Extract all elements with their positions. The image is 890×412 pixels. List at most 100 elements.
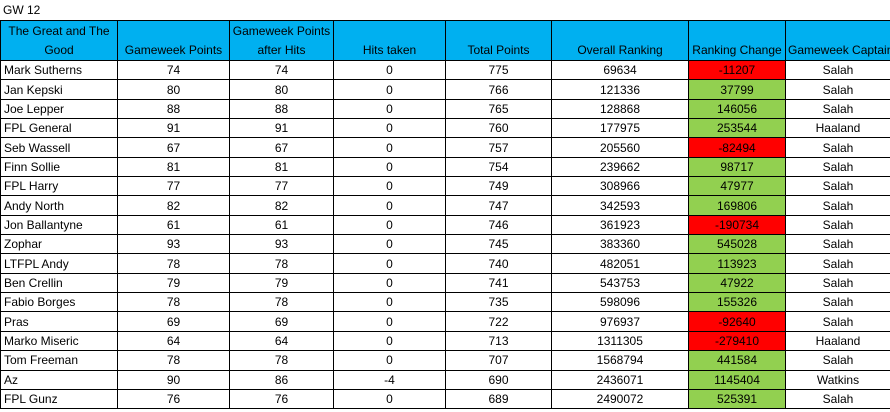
manager-name-cell[interactable]: Jan Kepski [0,79,118,100]
ranking-change-cell[interactable]: -11207 [688,59,786,81]
ranking-change-cell[interactable]: -279410 [688,330,786,352]
overall-ranking-cell[interactable]: 383360 [551,234,689,255]
total-points-cell[interactable]: 741 [445,272,552,294]
points-after-hits-cell[interactable]: 79 [229,272,334,294]
ranking-change-cell[interactable]: 47977 [688,176,786,197]
manager-name-cell[interactable]: Zophar [0,234,118,255]
total-points-cell[interactable]: 757 [445,137,552,158]
overall-ranking-cell[interactable]: 69634 [551,59,689,81]
header-gameweek-points[interactable]: Gameweek Points [117,20,230,61]
header-manager[interactable]: The Great and The Good [0,20,118,61]
gameweek-points-cell[interactable]: 80 [117,79,230,100]
captain-cell[interactable]: Salah [785,79,890,100]
hits-taken-cell[interactable]: 0 [333,330,446,352]
header-gameweek-captain[interactable]: Gameweek Captain [785,20,890,61]
ranking-change-cell[interactable]: 1145404 [688,369,786,390]
hits-taken-cell[interactable]: -4 [333,369,446,390]
ranking-change-cell[interactable]: 98717 [688,156,786,178]
total-points-cell[interactable]: 775 [445,59,552,81]
points-after-hits-cell[interactable]: 78 [229,253,334,274]
captain-cell[interactable]: Salah [785,388,890,410]
total-points-cell[interactable]: 713 [445,330,552,352]
ranking-change-cell[interactable]: 113923 [688,253,786,274]
captain-cell[interactable]: Salah [785,292,890,313]
points-after-hits-cell[interactable]: 69 [229,311,334,332]
manager-name-cell[interactable]: Ben Crellin [0,272,118,294]
hits-taken-cell[interactable]: 0 [333,388,446,410]
overall-ranking-cell[interactable]: 205560 [551,137,689,158]
hits-taken-cell[interactable]: 0 [333,350,446,371]
captain-cell[interactable]: Salah [785,350,890,371]
ranking-change-cell[interactable]: 525391 [688,388,786,410]
total-points-cell[interactable]: 760 [445,118,552,139]
total-points-cell[interactable]: 707 [445,350,552,371]
total-points-cell[interactable]: 745 [445,234,552,255]
points-after-hits-cell[interactable]: 86 [229,369,334,390]
gameweek-points-cell[interactable]: 93 [117,234,230,255]
points-after-hits-cell[interactable]: 78 [229,350,334,371]
ranking-change-cell[interactable]: 155326 [688,292,786,313]
total-points-cell[interactable]: 747 [445,195,552,216]
captain-cell[interactable]: Salah [785,272,890,294]
captain-cell[interactable]: Salah [785,98,890,120]
points-after-hits-cell[interactable]: 80 [229,79,334,100]
hits-taken-cell[interactable]: 0 [333,79,446,100]
gameweek-points-cell[interactable]: 76 [117,388,230,410]
overall-ranking-cell[interactable]: 128868 [551,98,689,120]
hits-taken-cell[interactable]: 0 [333,195,446,216]
ranking-change-cell[interactable]: 441584 [688,350,786,371]
manager-name-cell[interactable]: Finn Sollie [0,156,118,178]
points-after-hits-cell[interactable]: 61 [229,214,334,236]
total-points-cell[interactable]: 746 [445,214,552,236]
sheet-title-cell[interactable]: GW 12 [3,3,41,17]
total-points-cell[interactable]: 754 [445,156,552,178]
captain-cell[interactable]: Haaland [785,118,890,139]
ranking-change-cell[interactable]: 545028 [688,234,786,255]
overall-ranking-cell[interactable]: 342593 [551,195,689,216]
hits-taken-cell[interactable]: 0 [333,234,446,255]
total-points-cell[interactable]: 689 [445,388,552,410]
manager-name-cell[interactable]: Marko Miseric [0,330,118,352]
manager-name-cell[interactable]: FPL Gunz [0,388,118,410]
captain-cell[interactable]: Salah [785,156,890,178]
gameweek-points-cell[interactable]: 74 [117,59,230,81]
ranking-change-cell[interactable]: -190734 [688,214,786,236]
ranking-change-cell[interactable]: 47922 [688,272,786,294]
gameweek-points-cell[interactable]: 88 [117,98,230,120]
hits-taken-cell[interactable]: 0 [333,214,446,236]
points-after-hits-cell[interactable]: 81 [229,156,334,178]
manager-name-cell[interactable]: Seb Wassell [0,137,118,158]
overall-ranking-cell[interactable]: 239662 [551,156,689,178]
hits-taken-cell[interactable]: 0 [333,156,446,178]
overall-ranking-cell[interactable]: 598096 [551,292,689,313]
gameweek-points-cell[interactable]: 64 [117,330,230,352]
hits-taken-cell[interactable]: 0 [333,98,446,120]
overall-ranking-cell[interactable]: 308966 [551,176,689,197]
header-ranking-change[interactable]: Ranking Change [688,20,786,61]
gameweek-points-cell[interactable]: 67 [117,137,230,158]
points-after-hits-cell[interactable]: 74 [229,59,334,81]
points-after-hits-cell[interactable]: 88 [229,98,334,120]
captain-cell[interactable]: Salah [785,137,890,158]
gameweek-points-cell[interactable]: 90 [117,369,230,390]
gameweek-points-cell[interactable]: 78 [117,292,230,313]
overall-ranking-cell[interactable]: 2436071 [551,369,689,390]
header-hits-taken[interactable]: Hits taken [333,20,446,61]
points-after-hits-cell[interactable]: 82 [229,195,334,216]
hits-taken-cell[interactable]: 0 [333,292,446,313]
gameweek-points-cell[interactable]: 81 [117,156,230,178]
hits-taken-cell[interactable]: 0 [333,118,446,139]
header-total-points[interactable]: Total Points [445,20,552,61]
points-after-hits-cell[interactable]: 93 [229,234,334,255]
hits-taken-cell[interactable]: 0 [333,137,446,158]
points-after-hits-cell[interactable]: 91 [229,118,334,139]
overall-ranking-cell[interactable]: 361923 [551,214,689,236]
overall-ranking-cell[interactable]: 2490072 [551,388,689,410]
total-points-cell[interactable]: 735 [445,292,552,313]
ranking-change-cell[interactable]: 253544 [688,118,786,139]
manager-name-cell[interactable]: LTFPL Andy [0,253,118,274]
overall-ranking-cell[interactable]: 121336 [551,79,689,100]
manager-name-cell[interactable]: FPL General [0,118,118,139]
points-after-hits-cell[interactable]: 64 [229,330,334,352]
captain-cell[interactable]: Salah [785,59,890,81]
